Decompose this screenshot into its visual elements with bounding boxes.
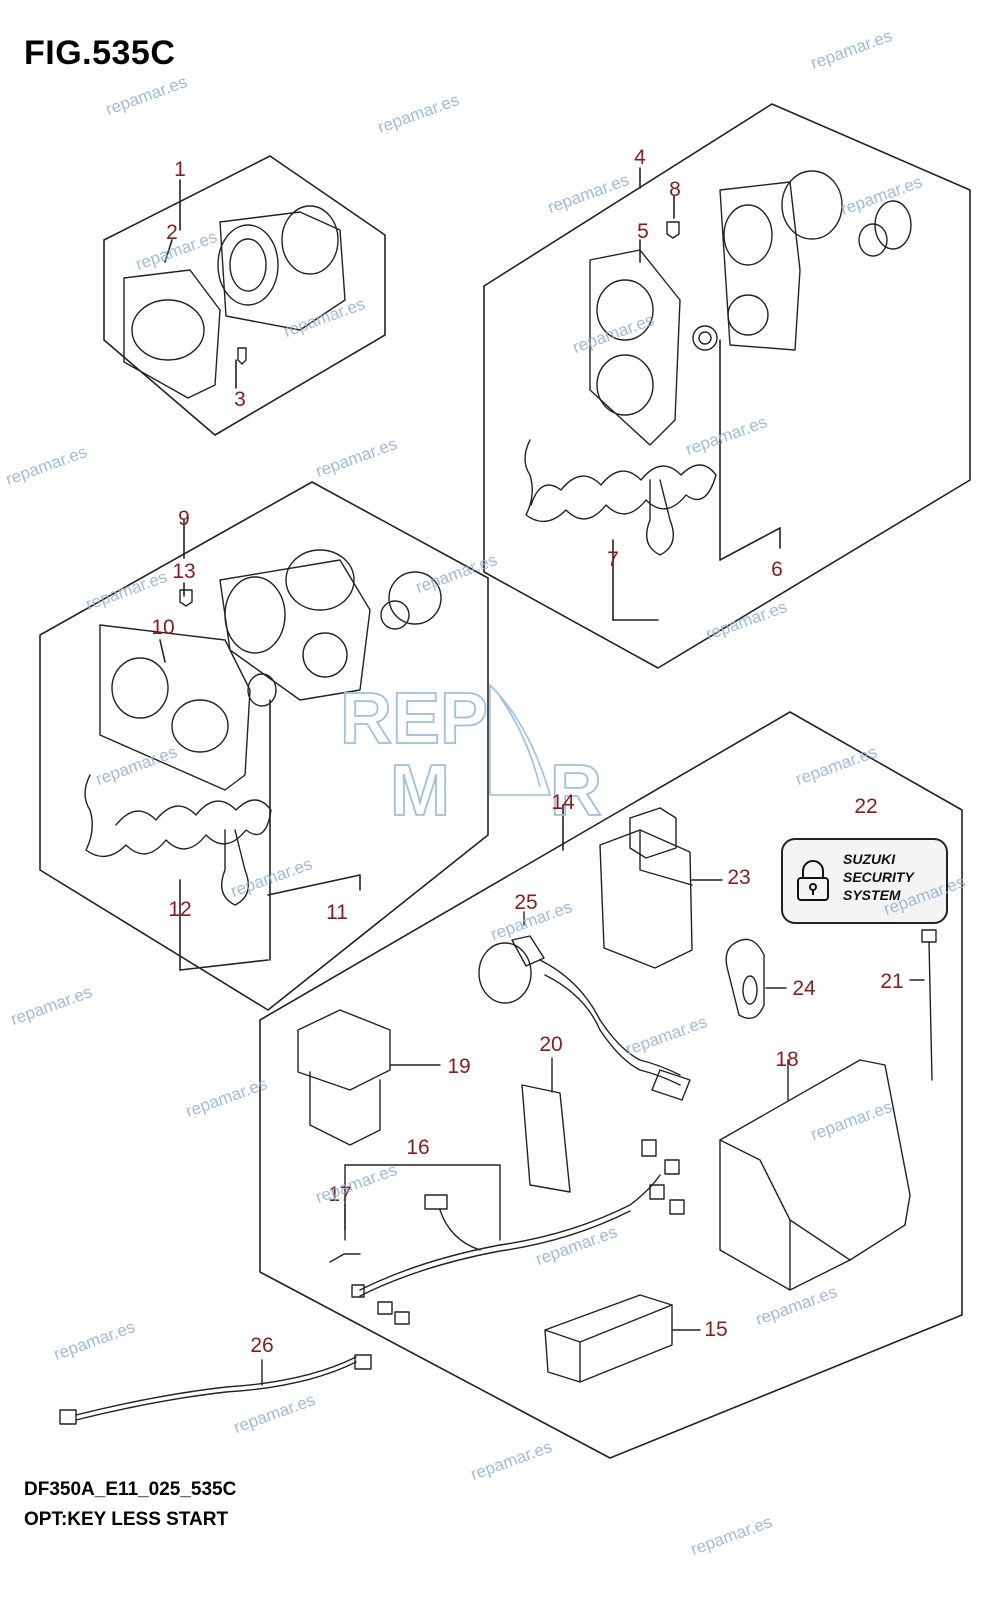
callout-6: 6 xyxy=(771,558,783,581)
callout-16: 16 xyxy=(406,1136,430,1159)
logo-bottom-text: M R xyxy=(390,751,642,825)
callout-26: 26 xyxy=(250,1334,274,1357)
callout-22: 22 xyxy=(854,795,878,818)
logo-top-text: REP xyxy=(340,679,488,759)
callout-23: 23 xyxy=(727,866,751,889)
group-box-9 xyxy=(39,481,489,1011)
part-15-tray xyxy=(544,1294,701,1383)
callout-3: 3 xyxy=(234,388,246,411)
callout-1: 1 xyxy=(174,158,186,181)
diagram-subtitle: OPT:KEY LESS START xyxy=(24,1509,229,1530)
callout-15: 15 xyxy=(704,1318,728,1341)
callout-7: 7 xyxy=(607,548,619,571)
callout-24: 24 xyxy=(792,977,816,1000)
part-16-harness xyxy=(344,1139,685,1325)
callout-21: 21 xyxy=(880,970,904,993)
part-19-box xyxy=(297,1009,441,1146)
part-25-sensor xyxy=(478,911,691,1101)
badge-line-3: SYSTEM xyxy=(843,887,901,903)
callout-25: 25 xyxy=(514,891,538,914)
part-21-tie xyxy=(909,929,937,1081)
part-18-cover xyxy=(719,1059,911,1291)
part-12-lanyard xyxy=(84,774,272,906)
group-box-1 xyxy=(103,155,386,436)
part-24-fob xyxy=(725,938,787,1019)
callout-8: 8 xyxy=(669,178,681,201)
callout-18: 18 xyxy=(775,1048,799,1071)
badge-text: SUZUKI SECURITY SYSTEM xyxy=(843,850,914,904)
callout-11: 11 xyxy=(326,901,348,924)
callout-19: 19 xyxy=(447,1055,471,1078)
callout-14: 14 xyxy=(551,791,575,814)
callout-5: 5 xyxy=(637,220,649,243)
figure-title: FIG.535C xyxy=(24,34,176,72)
callout-10: 10 xyxy=(151,616,175,639)
group-box-4 xyxy=(483,103,971,669)
badge-line-1: SUZUKI xyxy=(843,851,896,867)
callout-17: 17 xyxy=(328,1183,352,1206)
part-23-module xyxy=(599,807,723,969)
part-17-screw xyxy=(329,1203,361,1263)
part-20-card xyxy=(521,1057,571,1193)
callout-4: 4 xyxy=(634,146,646,169)
part-26-cable xyxy=(59,1354,372,1425)
security-system-badge: SUZUKI SECURITY SYSTEM xyxy=(781,838,948,924)
callout-2: 2 xyxy=(166,221,178,244)
callout-9: 9 xyxy=(178,507,190,530)
sailboat-icon xyxy=(489,683,552,796)
callout-13: 13 xyxy=(172,560,196,583)
padlock-icon xyxy=(797,860,829,901)
badge-line-2: SECURITY xyxy=(843,869,914,885)
callout-12: 12 xyxy=(168,898,192,921)
callout-20: 20 xyxy=(539,1033,563,1056)
part-1-switch xyxy=(123,205,346,399)
repamar-logo: REP M R xyxy=(340,678,642,825)
part-9-switch xyxy=(99,549,442,791)
part-7-lanyard xyxy=(524,439,717,556)
group-box-14 xyxy=(259,711,963,1459)
model-code: DF350A_E11_025_535C xyxy=(24,1479,237,1500)
